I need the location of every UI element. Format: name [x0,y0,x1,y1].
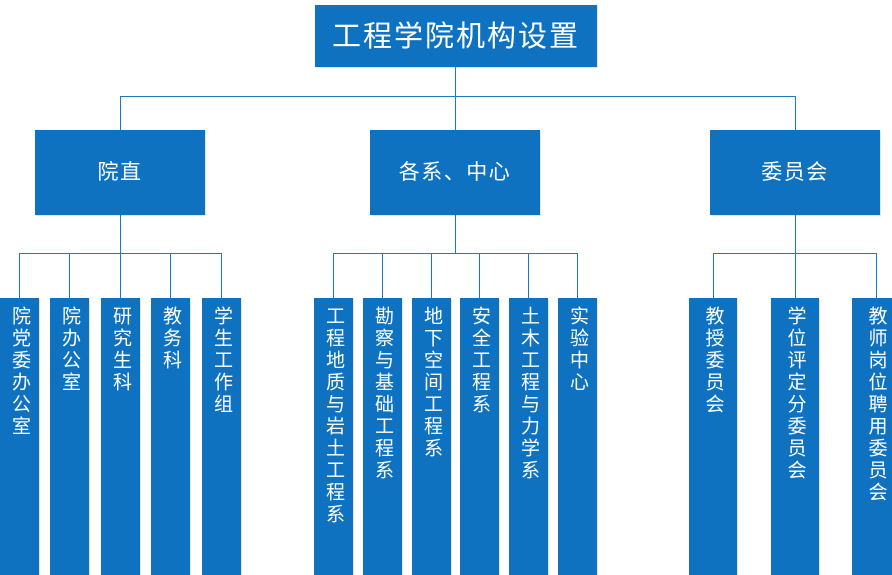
connector-branch-1-drop-3 [120,253,121,298]
connector-branch-2-bus [333,253,577,254]
connector-branch-3-stem [795,215,796,253]
leaf-node-civil-mechanics[interactable]: 土木工程与力学系 [509,298,548,575]
leaf-node-college-office[interactable]: 院办公室 [50,298,89,575]
connector-branch-2-drop-3 [431,253,432,298]
leaf-node-college-office-label: 院办公室 [59,306,81,394]
leaf-node-party-office[interactable]: 院党委办公室 [0,298,39,575]
leaf-node-graduate-section-label: 研究生科 [110,306,132,394]
leaf-node-student-work-group-label: 学生工作组 [211,306,233,416]
leaf-node-survey-foundation-label: 勘察与基础工程系 [372,306,394,482]
connector-branch-1-drop-1 [19,253,20,298]
leaf-node-professor-committee[interactable]: 教授委员会 [689,298,737,575]
connector-branch-3-bus [713,253,876,254]
leaf-node-teacher-appointment-committee[interactable]: 教师岗位聘用委员会 [852,298,892,575]
leaf-node-professor-committee-label: 教授委员会 [702,306,725,416]
leaf-node-experiment-center[interactable]: 实验中心 [558,298,597,575]
leaf-node-civil-mechanics-label: 土木工程与力学系 [518,306,540,482]
leaf-node-academic-affairs[interactable]: 教务科 [151,298,190,575]
leaf-node-experiment-center-label: 实验中心 [567,306,589,394]
connector-root-to-branch-2 [455,96,456,130]
leaf-node-academic-affairs-label: 教务科 [160,306,182,372]
leaf-node-underground-space-label: 地下空间工程系 [421,306,443,460]
connector-branch-3-drop-3 [876,253,877,298]
connector-branch-2-drop-5 [528,253,529,298]
leaf-node-safety-engineering[interactable]: 安全工程系 [460,298,499,575]
leaf-node-party-office-label: 院党委办公室 [9,306,31,438]
connector-root-to-branch-1 [120,96,121,130]
connector-root-bus [120,96,796,97]
branch-node-yuanzhi-label: 院直 [97,159,143,184]
leaf-node-engineering-geology[interactable]: 工程地质与岩土工程系 [314,298,353,575]
connector-branch-2-stem [455,215,456,253]
connector-branch-2-drop-4 [479,253,480,298]
connector-branch-2-drop-6 [577,253,578,298]
connector-branch-2-drop-2 [382,253,383,298]
leaf-node-teacher-appointment-committee-label: 教师岗位聘用委员会 [865,306,888,504]
connector-branch-1-drop-4 [170,253,171,298]
branch-node-yuanzhi[interactable]: 院直 [35,130,205,215]
branch-node-xizhongxin-label: 各系、中心 [398,159,512,184]
leaf-node-student-work-group[interactable]: 学生工作组 [202,298,241,575]
connector-branch-3-drop-1 [713,253,714,298]
connector-branch-1-drop-5 [221,253,222,298]
branch-node-xizhongxin[interactable]: 各系、中心 [370,130,540,215]
connector-branch-1-stem [120,215,121,253]
root-node[interactable]: 工程学院机构设置 [315,5,597,67]
leaf-node-degree-committee[interactable]: 学位评定分委员会 [771,298,819,575]
leaf-node-engineering-geology-label: 工程地质与岩土工程系 [323,306,345,526]
leaf-node-safety-engineering-label: 安全工程系 [469,306,491,416]
leaf-node-underground-space[interactable]: 地下空间工程系 [412,298,451,575]
root-node-label: 工程学院机构设置 [331,18,580,53]
leaf-node-graduate-section[interactable]: 研究生科 [101,298,140,575]
connector-root-to-branch-3 [795,96,796,130]
branch-node-weiyuanhui-label: 委员会 [761,159,829,184]
connector-root-stem [455,67,456,96]
connector-branch-2-drop-1 [333,253,334,298]
leaf-node-degree-committee-label: 学位评定分委员会 [784,306,807,482]
connector-branch-3-drop-2 [795,253,796,298]
branch-node-weiyuanhui[interactable]: 委员会 [710,130,880,215]
connector-branch-1-drop-2 [69,253,70,298]
leaf-node-survey-foundation[interactable]: 勘察与基础工程系 [363,298,402,575]
